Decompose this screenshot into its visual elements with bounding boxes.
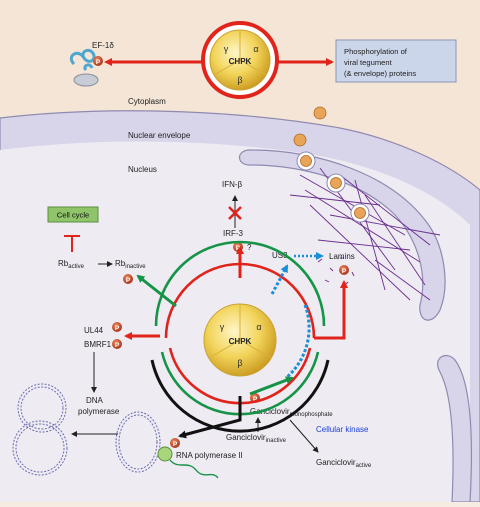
svg-text:viral tegument: viral tegument xyxy=(344,58,393,67)
phospho-rb: P xyxy=(123,274,133,284)
arrow-to-us3 xyxy=(270,264,289,295)
chpk-center: γ α β CHPK xyxy=(203,303,277,377)
label-cellular-kinase: Cellular kinase xyxy=(316,425,369,434)
arc-blue-dashed xyxy=(285,304,311,380)
dna-rings xyxy=(12,383,161,476)
arrow-to-lamins xyxy=(314,280,348,340)
svg-text:γ: γ xyxy=(224,44,229,54)
phospho-ef1d: P xyxy=(93,56,103,66)
svg-text:P: P xyxy=(342,268,347,275)
phospho-bmrf1: P xyxy=(112,339,122,349)
label-nucleus: Nucleus xyxy=(128,165,157,174)
label-ifn: IFN-β xyxy=(222,180,243,189)
label-us3: US3 xyxy=(272,251,288,260)
arc-lower-black xyxy=(150,359,330,433)
arrow-to-ganciclovir xyxy=(249,376,294,396)
svg-text:α: α xyxy=(256,322,261,332)
label-ganci-active: Gancicloviractive xyxy=(316,458,372,469)
svg-text:CHPK: CHPK xyxy=(229,57,252,66)
cell-cycle-box: Cell cycle xyxy=(47,206,99,223)
svg-text:Phosphorylation of: Phosphorylation of xyxy=(344,47,408,56)
label-ganci-inactive: Ganciclovirinactive xyxy=(226,433,287,444)
label-irf3: IRF-3 xyxy=(223,229,244,238)
envelope-segment-lower-right xyxy=(437,355,473,503)
inhibition-bar xyxy=(64,235,80,252)
phospho-ul44: P xyxy=(112,322,122,332)
svg-text:P: P xyxy=(115,342,120,349)
svg-text:γ: γ xyxy=(220,322,225,332)
label-bmrf1: BMRF1 xyxy=(84,340,112,349)
label-rb-active: Rbactive xyxy=(58,259,85,270)
label-ef1d: EF-1δ xyxy=(92,41,114,50)
envelope-segment-right xyxy=(238,149,446,321)
arrow-to-rb xyxy=(136,274,177,308)
rna-polymerase xyxy=(157,446,219,479)
capsids xyxy=(293,106,370,223)
label-lamins: Lamins xyxy=(329,252,355,261)
arc-green xyxy=(154,240,326,327)
arrow-to-rna-pol xyxy=(178,396,242,439)
svg-text:P: P xyxy=(253,396,258,403)
svg-text:α: α xyxy=(253,44,258,54)
label-rna-pol: RNA polymerase II xyxy=(176,451,243,460)
svg-text:β: β xyxy=(237,75,242,85)
svg-text:β: β xyxy=(237,358,242,368)
viral-proteins-box: Phosphorylation of viral tegument (& env… xyxy=(335,39,457,83)
ef1d-protein xyxy=(69,48,99,87)
label-ul44: UL44 xyxy=(84,326,104,335)
label-question: ? xyxy=(247,243,252,252)
svg-text:P: P xyxy=(126,277,131,284)
svg-text:Cell cycle: Cell cycle xyxy=(57,211,90,220)
svg-text:P: P xyxy=(173,441,178,448)
svg-text:P: P xyxy=(115,325,120,332)
label-dna-pol-1: DNA xyxy=(86,396,104,405)
label-nuclear-envelope: Nuclear envelope xyxy=(128,131,191,140)
svg-text:(& envelope) proteins: (& envelope) proteins xyxy=(344,69,416,78)
svg-text:CHPK: CHPK xyxy=(229,337,252,346)
arrow-ganci-active xyxy=(289,419,319,453)
label-rb-inactive: Rbinactive xyxy=(115,259,146,270)
chpk-top: γ α β CHPK xyxy=(201,21,279,99)
svg-text:P: P xyxy=(96,59,101,66)
label-ganci-mono: Ganciclovirmonophosphate xyxy=(250,407,333,418)
label-dna-pol-2: polymerase xyxy=(78,407,120,416)
block-cross-icon xyxy=(228,206,242,220)
label-cytoplasm: Cytoplasm xyxy=(128,97,166,106)
phospho-lamins: P xyxy=(339,265,349,275)
phospho-rna-pol: P xyxy=(170,438,180,448)
